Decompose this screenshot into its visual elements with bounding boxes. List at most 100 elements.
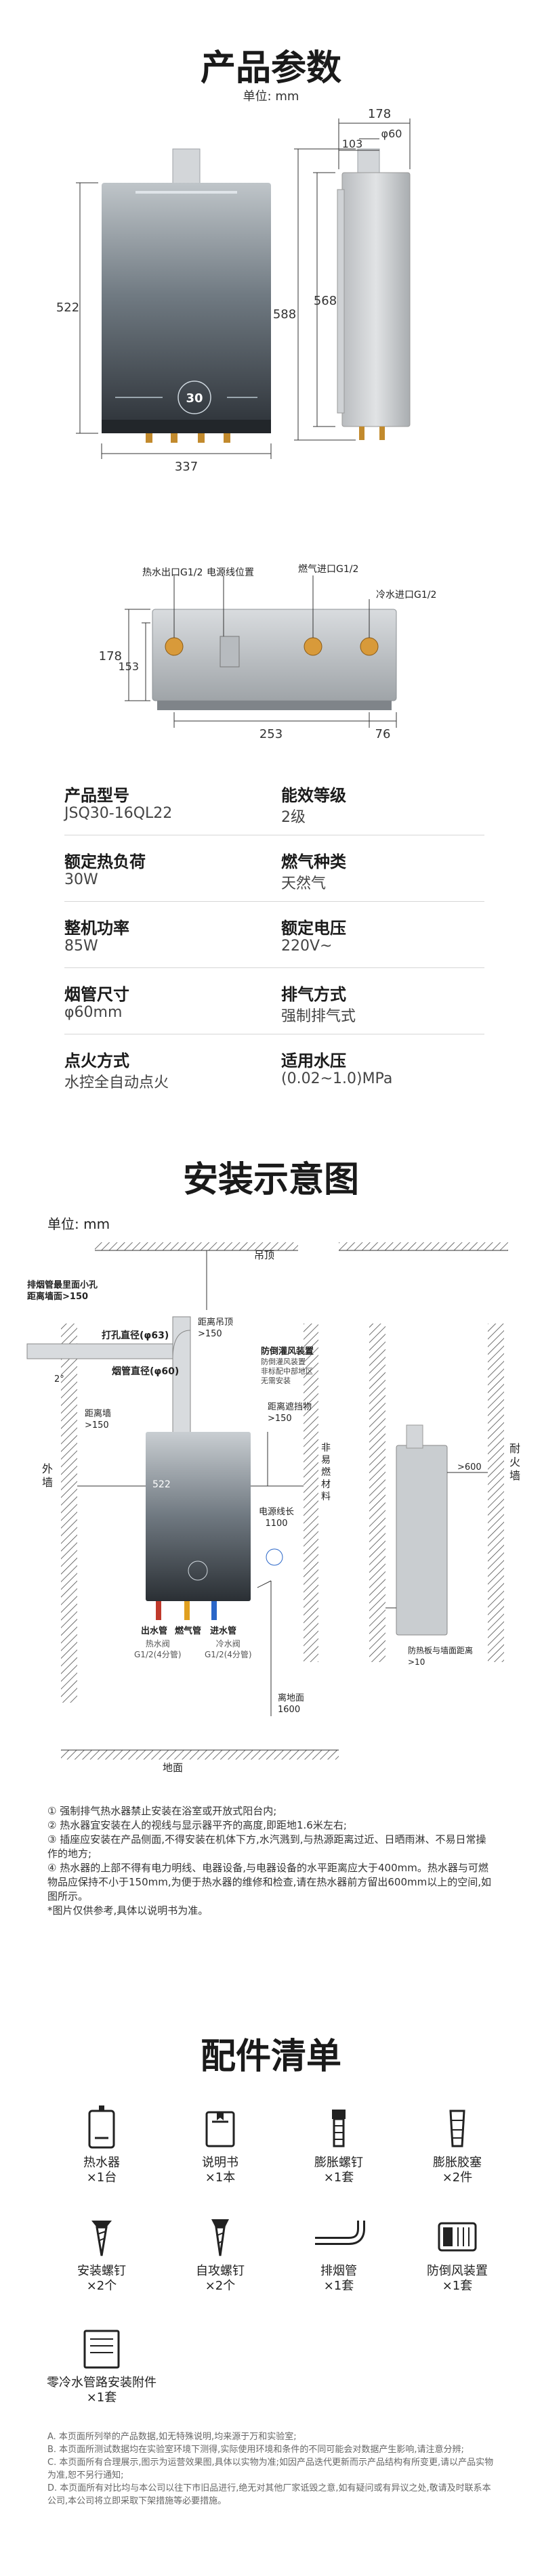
- spec-label: 点火方式: [64, 1051, 129, 1070]
- side-view: [337, 148, 411, 440]
- spec-label: 整机功率: [64, 919, 129, 938]
- hot-valve-label: 热水阀 G1/2(4分管): [134, 1639, 182, 1659]
- spec-value: JSQ30-16QL22: [64, 805, 173, 822]
- dim-bottom-w2: 76: [375, 727, 391, 741]
- cord-label: 电源线长 1100: [259, 1507, 295, 1529]
- accessories-title: 配件清单: [200, 2036, 341, 2077]
- install-note: ① 强制排气热水器禁止安装在浴室或开放式阳台内;: [47, 1805, 277, 1817]
- accessory-name: 防倒风装置: [427, 2264, 488, 2278]
- floor-dist-label: 离地面 1600: [278, 1693, 305, 1715]
- spec-divider: [64, 901, 484, 902]
- accessory-qty: ×1套: [323, 2279, 354, 2293]
- footnote: A. 本页面所列举的产品数据,如无特殊说明,均来源于万和实验室;: [47, 2432, 297, 2442]
- screw-icon: [91, 2221, 112, 2256]
- flue-hole-label: 排烟管最里面小孔 距离墙面>150: [27, 1280, 98, 1302]
- params-diagram: 30 522 337 178 φ60 103 568 588: [56, 107, 411, 474]
- drill-label: 打孔直径(φ63): [102, 1330, 169, 1341]
- spec-label: 排气方式: [281, 985, 346, 1004]
- spec-value: 2级: [281, 809, 306, 826]
- spec-label: 能效等级: [281, 786, 346, 805]
- accessory-item: 膨胀螺钉 ×1套: [295, 2105, 383, 2185]
- accessory-item: 膨胀胶塞 ×2件: [413, 2105, 501, 2185]
- spec-label: 适用水压: [281, 1051, 346, 1070]
- dim-bottom-h1: 178: [99, 649, 122, 663]
- wall-plug-icon: [449, 2110, 465, 2147]
- spec-label: 燃气种类: [281, 852, 346, 871]
- dim-flue: φ60: [381, 127, 402, 140]
- accessory-name: 膨胀螺钉: [314, 2156, 363, 2170]
- footnote: C. 本页面所有合理展示,图示为运营效果图,具体以实物为准;如因产品迭代更新而示…: [47, 2458, 494, 2481]
- params-title: 产品参数: [200, 48, 341, 89]
- accessory-item: 安装螺钉 ×2个: [58, 2214, 146, 2294]
- port-hot-out: 热水出口G1/2: [142, 567, 203, 578]
- accessory-item: 防倒风装置 ×1套: [413, 2214, 501, 2294]
- dim-depth: 178: [368, 107, 391, 121]
- accessory-name: 膨胀胶塞: [433, 2156, 482, 2170]
- windproof-icon: [438, 2222, 477, 2252]
- incombustible-label: 非易燃材料: [321, 1443, 331, 1502]
- spec-divider: [64, 967, 484, 968]
- manual-icon: [205, 2111, 235, 2147]
- footnote: B. 本页面所测试数据均在实验室环境下测得,实际使用环境和条件的不同可能会对数据…: [47, 2445, 464, 2455]
- spec-value: 强制排气式: [281, 1008, 356, 1025]
- front-view: [102, 148, 271, 443]
- accessory-name: 自攻螺钉: [196, 2264, 245, 2278]
- pipe-kit-icon: [83, 2330, 120, 2369]
- accessory-qty: ×1套: [323, 2170, 354, 2185]
- accessory-name: 说明书: [202, 2156, 238, 2170]
- spec-table: 产品型号 JSQ30-16QL22 能效等级 2级 额定热负荷 30W 燃气种类…: [64, 782, 484, 1114]
- params-unit: 单位: mm: [243, 89, 299, 104]
- footnotes: A. 本页面所列举的产品数据,如无特殊说明,均来源于万和实验室; B. 本页面所…: [47, 2430, 495, 2508]
- ceiling-dist-label: 距离吊顶 >150: [198, 1317, 234, 1339]
- spec-value: 天然气: [281, 875, 327, 892]
- spec-value: φ60mm: [64, 1004, 123, 1021]
- water-heater-icon: [88, 2105, 115, 2149]
- dim-front-width: 337: [175, 460, 198, 474]
- accessory-item: 自攻螺钉 ×2个: [176, 2214, 264, 2294]
- install-note: *图片仅供参考,具体以说明书为准。: [47, 1904, 209, 1917]
- bottom-view: 178 153 253 76: [99, 575, 397, 741]
- spec-label: 额定热负荷: [64, 852, 146, 871]
- gas-pipe-label: 燃气管: [175, 1626, 202, 1636]
- spec-value: 水控全自动点火: [64, 1074, 169, 1091]
- accessory-qty: ×1套: [86, 2391, 117, 2405]
- install-diagram: [26, 1242, 508, 1760]
- fig-height: 522: [152, 1479, 171, 1490]
- cold-valve-label: 冷水阀 G1/2(4分管): [205, 1639, 252, 1659]
- accessory-qty: ×1本: [205, 2170, 236, 2185]
- accessory-name: 零冷水管路安装附件: [47, 2376, 157, 2390]
- spec-value: (0.02~1.0)MPa: [281, 1070, 393, 1087]
- accessory-name: 热水器: [83, 2156, 120, 2170]
- dim-total-height: 588: [273, 307, 296, 322]
- fig-width: 337: [190, 1607, 208, 1617]
- display-temp: 30: [186, 391, 203, 406]
- out-pipe-label: 出水管: [141, 1626, 168, 1636]
- dim-bottom-h2: 153: [118, 660, 139, 673]
- spec-label: 产品型号: [64, 786, 129, 805]
- board-label: 防热板与墙面距离 >10: [408, 1646, 474, 1667]
- floor-label: 地面: [163, 1762, 184, 1774]
- install-note: ④ 热水器的上部不得有电力明线、电器设备,与电器设备的水平距离应大于400mm。…: [47, 1862, 492, 1902]
- accessory-item: 零冷水管路安装附件 ×1套: [37, 2326, 166, 2405]
- install-unit: 单位: mm: [47, 1216, 110, 1232]
- flue-pipe-icon: [315, 2221, 365, 2245]
- tapping-screw-icon: [211, 2219, 229, 2256]
- spec-value: 30W: [64, 871, 98, 888]
- accessory-item: 说明书 ×1本: [176, 2105, 264, 2185]
- expansion-bolt-icon: [332, 2110, 346, 2147]
- accessory-item: 排烟管 ×1套: [295, 2214, 383, 2294]
- accessory-qty: ×2个: [205, 2279, 236, 2293]
- footnote: D. 本页面所有对比均与本公司以往下市旧品进行,绝无对其他厂家诋毁之意,如有疑问…: [47, 2483, 491, 2506]
- dim-bottom-w1: 253: [259, 727, 283, 741]
- port-power-line: 电源线位置: [207, 567, 254, 578]
- flue-dia-label: 烟管直径(φ60): [112, 1366, 180, 1377]
- install-note: ② 热水器宜安装在人的视线与显示器平齐的高度,即距地1.6米左右;: [47, 1819, 347, 1831]
- accessory-qty: ×1套: [442, 2279, 473, 2293]
- dim-offset: 103: [342, 137, 363, 150]
- fire-wall-label: 耐火墙: [509, 1442, 521, 1482]
- port-gas-in: 燃气进口G1/2: [298, 564, 359, 575]
- accessory-qty: ×1台: [86, 2170, 117, 2185]
- wall-left-label: 距离墙 >150: [85, 1409, 112, 1431]
- accessory-name: 安装螺钉: [77, 2264, 126, 2278]
- wall-right-label: >600: [457, 1462, 482, 1472]
